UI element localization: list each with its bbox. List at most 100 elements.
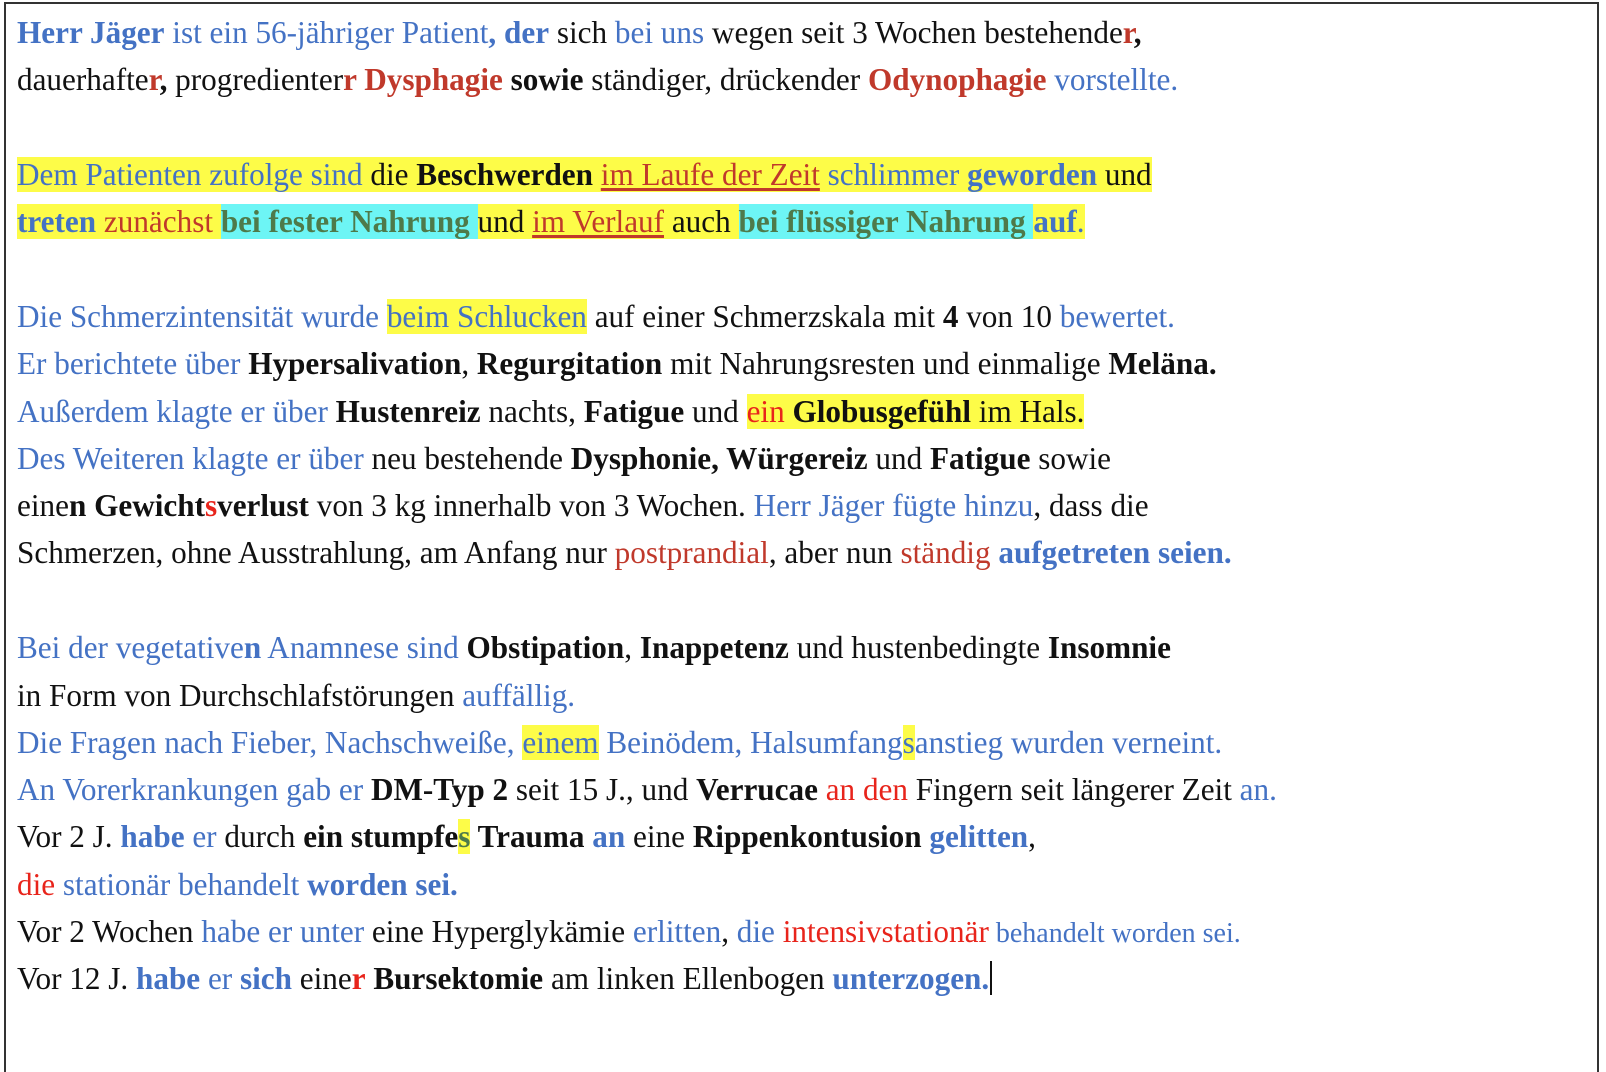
text-segment: , bbox=[1133, 15, 1142, 50]
highlighted-text: Dem Patienten zufolge sind bbox=[17, 157, 363, 192]
text-segment: mit Nahrungsresten und einmalige bbox=[662, 346, 1109, 381]
text-segment: worden sei. bbox=[307, 867, 458, 902]
text-segment: , dass die bbox=[1033, 488, 1149, 523]
text-line: Die Schmerzintensität wurde beim Schluck… bbox=[17, 298, 1175, 336]
text-segment: Trauma bbox=[470, 819, 585, 854]
text-segment: Des Weiteren klagte er über bbox=[17, 441, 364, 476]
text-segment: Die Schmerzintensität wurde bbox=[17, 299, 387, 334]
text-line: Vor 2 J. habe er durch ein stumpfes Trau… bbox=[17, 818, 1036, 856]
text-segment: Außerdem klagte er über bbox=[17, 394, 336, 429]
text-segment: Vor 12 J. bbox=[17, 961, 136, 996]
text-segment: progredienter bbox=[167, 62, 344, 97]
highlighted-text: im Laufe der Zeit bbox=[600, 157, 820, 192]
text-segment: habe bbox=[136, 961, 201, 996]
text-segment: DM-Typ 2 bbox=[370, 772, 509, 807]
text-segment: in Form von Durchschlafstörungen bbox=[17, 678, 463, 713]
highlighted-text: und bbox=[1097, 157, 1152, 192]
document-page[interactable]: Herr Jäger ist ein 56-jähriger Patient , … bbox=[4, 2, 1599, 1072]
text-segment: Herr Jäger bbox=[17, 15, 165, 50]
text-line: Herr Jäger ist ein 56-jähriger Patient, … bbox=[17, 14, 1142, 52]
text-segment: am linken Ellenbogen bbox=[543, 961, 833, 996]
highlighted-text: ein bbox=[746, 394, 793, 429]
text-line: dauerhafter, progredienterr Dysphagie so… bbox=[17, 61, 1178, 99]
text-segment: Hypersalivation bbox=[248, 346, 462, 381]
highlighted-text: geworden bbox=[967, 157, 1098, 192]
text-segment: , bbox=[721, 914, 737, 949]
highlighted-text: . bbox=[1076, 204, 1085, 239]
text-segment: sowie bbox=[502, 62, 584, 97]
text-line: Vor 2 Wochen habe er unter eine Hypergly… bbox=[17, 913, 1241, 951]
text-segment: und bbox=[684, 394, 747, 429]
text-segment: Bursektomie bbox=[373, 961, 544, 996]
text-segment: auffällig. bbox=[462, 678, 576, 713]
text-segment: eine bbox=[625, 819, 693, 854]
text-segment: Die Fragen nach Fieber, Nachschweiße, bbox=[17, 725, 523, 760]
text-line: treten zunächst bei fester Nahrung und i… bbox=[17, 203, 1085, 241]
text-segment: von 10 bbox=[958, 299, 1060, 334]
text-line: Des Weiteren klagte er über neu bestehen… bbox=[17, 440, 1111, 478]
highlighted-text: schlimmer bbox=[819, 157, 968, 192]
text-segment: vorstellte. bbox=[1046, 62, 1179, 97]
highlighted-text: s bbox=[902, 725, 915, 760]
text-line: Schmerzen, ohne Ausstrahlung, am Anfang … bbox=[17, 534, 1232, 572]
text-segment: , bbox=[624, 630, 640, 665]
text-line: einen Gewichtsverlust von 3 kg innerhalb… bbox=[17, 487, 1149, 525]
text-segment: Bei der vegetative bbox=[17, 630, 244, 665]
text-segment: eine bbox=[17, 488, 69, 523]
text-line: Außerdem klagte er über Hustenreiz nacht… bbox=[17, 393, 1085, 431]
text-segment: dauerhafte bbox=[17, 62, 149, 97]
text-line: Bei der vegetativen Anamnese sind Obstip… bbox=[17, 629, 1171, 667]
text-segment: und hustenbedingte bbox=[788, 630, 1048, 665]
highlighted-text: und bbox=[477, 204, 533, 239]
text-cursor bbox=[990, 961, 993, 995]
text-line: die stationär behandelt worden sei. bbox=[17, 866, 458, 904]
text-segment: durch bbox=[216, 819, 304, 854]
highlighted-text: im Hals. bbox=[971, 394, 1085, 429]
text-segment: Hustenreiz bbox=[335, 394, 481, 429]
highlighted-text: zunächst bbox=[96, 204, 221, 239]
text-segment: Fatigue bbox=[583, 394, 685, 429]
text-segment bbox=[775, 914, 783, 949]
text-segment: Herr Jäger fügte hinzu bbox=[753, 488, 1034, 523]
highlighted-text: bei flüssiger Nahrung bbox=[738, 204, 1034, 239]
text-segment: , bbox=[1028, 819, 1036, 854]
text-segment: r bbox=[343, 62, 357, 97]
text-segment: habe er unter bbox=[201, 914, 365, 949]
text-segment: s bbox=[204, 488, 218, 523]
highlighted-text bbox=[593, 157, 601, 192]
text-segment: , bbox=[461, 346, 477, 381]
text-segment: ständig bbox=[900, 535, 991, 570]
text-segment: postprandial bbox=[614, 535, 769, 570]
text-segment: an bbox=[592, 819, 626, 854]
text-segment: seit 15 J., und bbox=[508, 772, 697, 807]
text-segment: Anamnese sind bbox=[261, 630, 467, 665]
highlighted-text: bei fester Nahrung bbox=[220, 204, 478, 239]
highlighted-text: auch bbox=[664, 204, 739, 239]
text-segment: unterzogen. bbox=[832, 961, 990, 996]
highlighted-text: auf bbox=[1033, 204, 1077, 239]
text-segment: eine bbox=[291, 961, 352, 996]
text-segment: ständiger, drückender bbox=[583, 62, 868, 97]
text-segment: die bbox=[736, 914, 775, 949]
highlighted-text: treten bbox=[17, 204, 97, 239]
text-segment: erlitten bbox=[632, 914, 722, 949]
text-segment: Verrucae bbox=[696, 772, 818, 807]
text-segment: Odynophagie bbox=[867, 62, 1047, 97]
highlighted-text: s bbox=[458, 819, 471, 854]
highlighted-text: die bbox=[362, 157, 417, 192]
text-segment: ist ein 56-jähriger Patient bbox=[164, 15, 489, 50]
text-segment: an. bbox=[1239, 772, 1277, 807]
text-segment: 4 bbox=[942, 299, 959, 334]
text-segment: Er berichtete über bbox=[17, 346, 249, 381]
text-segment: n Gewicht bbox=[68, 488, 205, 523]
text-segment: nachts, bbox=[480, 394, 584, 429]
text-segment: bewertet. bbox=[1059, 299, 1175, 334]
text-segment: Fatigue bbox=[929, 441, 1031, 476]
highlighted-text: beim Schlucken bbox=[386, 299, 587, 334]
text-segment: habe bbox=[120, 819, 185, 854]
text-segment: Rippenkontusion bbox=[692, 819, 922, 854]
text-segment: Dysphonie, Würgereiz bbox=[570, 441, 868, 476]
text-line: Er berichtete über Hypersalivation, Regu… bbox=[17, 345, 1217, 383]
text-segment: sich bbox=[239, 961, 292, 996]
text-line: Vor 12 J. habe er sich einer Bursektomie… bbox=[17, 960, 993, 998]
